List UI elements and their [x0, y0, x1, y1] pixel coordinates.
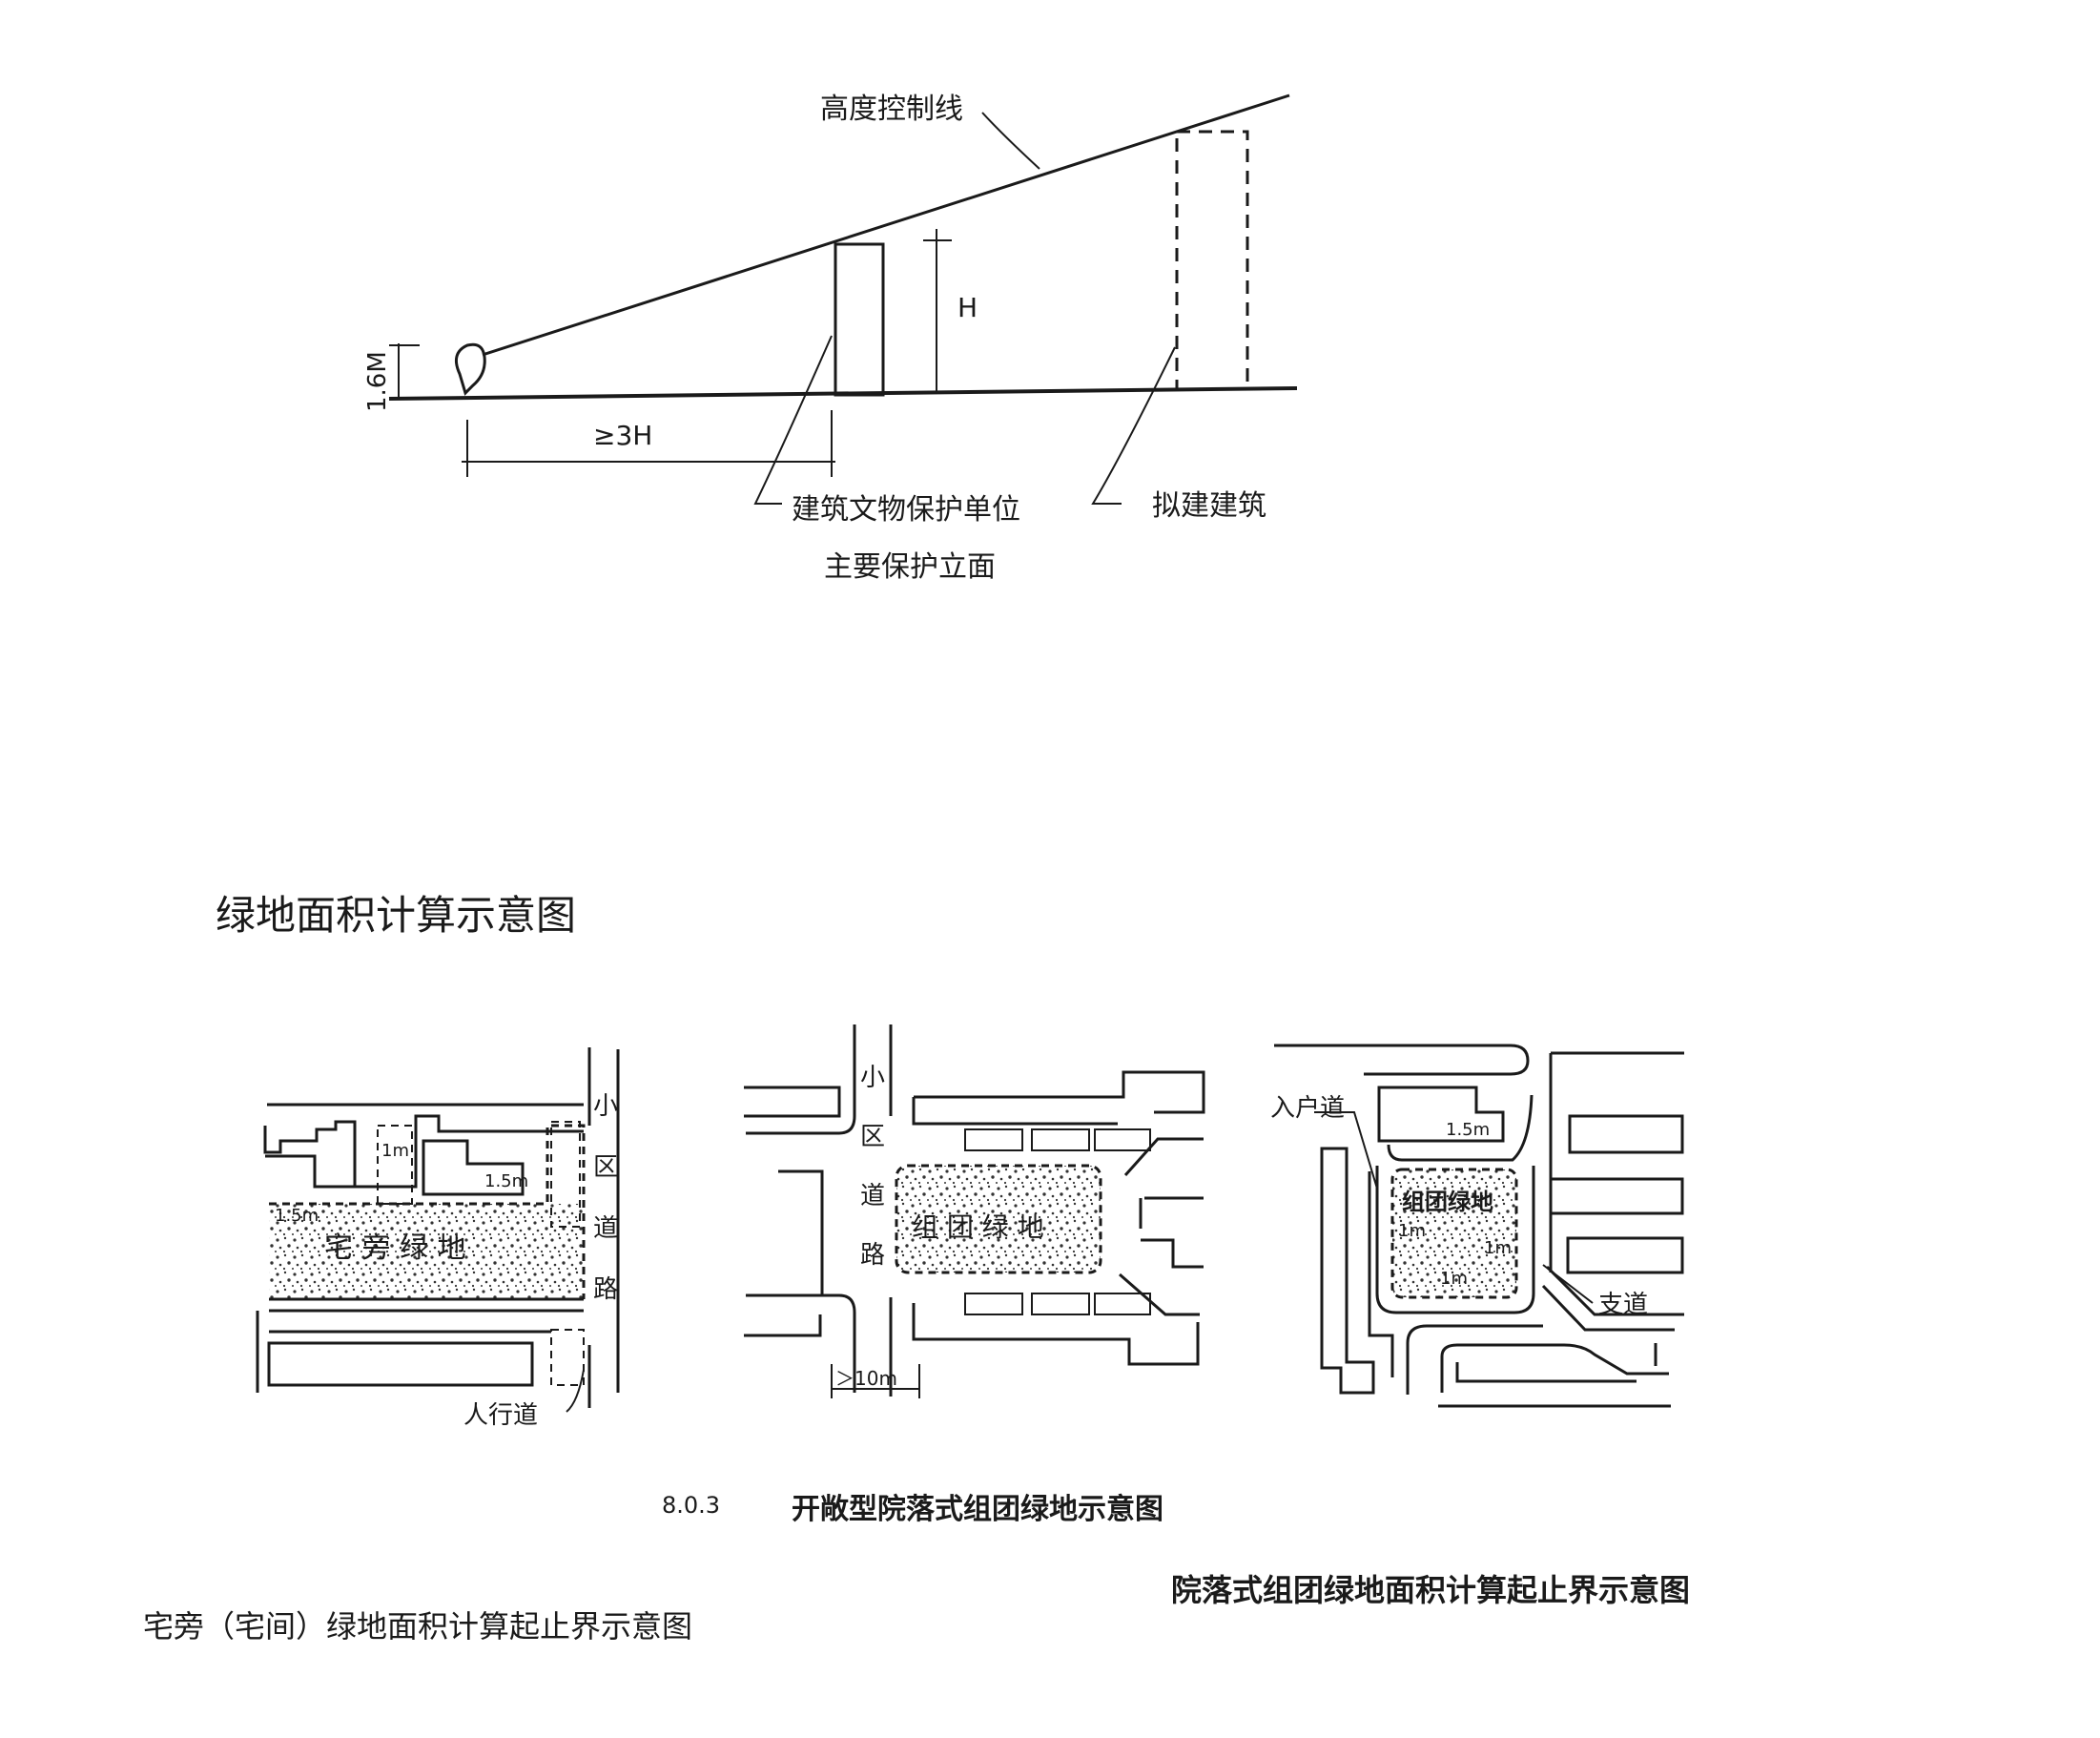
plan2-road-char-1: 小: [860, 1064, 885, 1092]
plan2-greenland-area: [896, 1166, 1101, 1272]
plan3-entry-path-label: 入户道: [1270, 1094, 1345, 1123]
height-label: H: [957, 292, 978, 323]
protected-facade-label: 主要保护立面: [824, 550, 996, 584]
elevation-diagram: 高度控制线 1.6M H ≥3H 建筑文物保护单位 主要保护立面 拟建建筑: [363, 93, 1298, 584]
protected-building-label: 建筑文物保护单位: [792, 493, 1020, 527]
plan2-dim-label: ＞10m: [835, 1367, 897, 1390]
plan2-road-char-4: 路: [860, 1241, 885, 1270]
protected-leader: [753, 335, 833, 505]
height-control-line: [482, 93, 1290, 357]
plan3-one-m-a: 1m: [1398, 1221, 1426, 1241]
plan3-branch-road-label: 支道: [1598, 1291, 1648, 1319]
plan2-caption-number: 8.0.3: [662, 1492, 720, 1519]
house-side-greenland-area: [269, 1204, 584, 1299]
plan1-road-char-1: 小: [593, 1092, 618, 1121]
plan1-caption: 宅旁（宅间）绿地面积计算起止界示意图: [143, 1608, 692, 1645]
plan1-sidewalk-label: 人行道: [463, 1401, 538, 1430]
plan-house-side-greenland: 1m 1.5m 1.5m 宅 旁 绿 地 小 区 道 路 人行道: [256, 1047, 620, 1430]
plan1-road-char-3: 道: [593, 1214, 618, 1243]
plan-courtyard-greenland: 入户道 1.5m 组团绿地 1m 1m 1m 支道: [1270, 1044, 1684, 1408]
plan2-greenland-label: 组 团 绿 地: [912, 1211, 1044, 1243]
plan3-greenland-area: [1392, 1169, 1516, 1297]
plan-open-courtyard-greenland: ＞10m 小 区 道 路 组 团 绿 地 8.0.3 开敞型院落式组团绿地示意图: [662, 1024, 1205, 1526]
plan1-one-five-m-b: 1.5m: [275, 1206, 319, 1226]
plan3-one-m-c: 1m: [1440, 1269, 1468, 1289]
person-icon: [454, 342, 486, 396]
section-title: 绿地面积计算示意图: [216, 892, 576, 939]
plan1-road-char-2: 区: [593, 1153, 618, 1182]
protected-building: [834, 242, 885, 397]
proposed-building: [1175, 130, 1249, 391]
height-control-leader: [981, 112, 1040, 170]
plan3-caption: 院落式组团绿地面积计算起止界示意图: [1171, 1572, 1690, 1608]
distance-label: ≥3H: [593, 420, 652, 451]
plan1-one-m: 1m: [381, 1141, 409, 1161]
plan1-one-five-m-a: 1.5m: [484, 1171, 528, 1191]
proposed-leader: [1091, 346, 1176, 505]
plan1-greenland-label: 宅 旁 绿 地: [324, 1231, 466, 1265]
proposed-building-label: 拟建建筑: [1152, 489, 1266, 523]
plan2-caption: 开敞型院落式组团绿地示意图: [792, 1493, 1163, 1526]
eye-height-label: 1.6M: [363, 351, 392, 412]
plan3-one-m-b: 1m: [1484, 1238, 1512, 1258]
height-control-label: 高度控制线: [820, 93, 963, 126]
plan1-road-char-4: 路: [593, 1275, 618, 1304]
plan3-one-five-m: 1.5m: [1446, 1120, 1490, 1140]
plan3-greenland-label: 组团绿地: [1402, 1189, 1493, 1215]
plan2-road-char-3: 道: [860, 1182, 885, 1210]
plan2-road-char-2: 区: [860, 1123, 885, 1151]
